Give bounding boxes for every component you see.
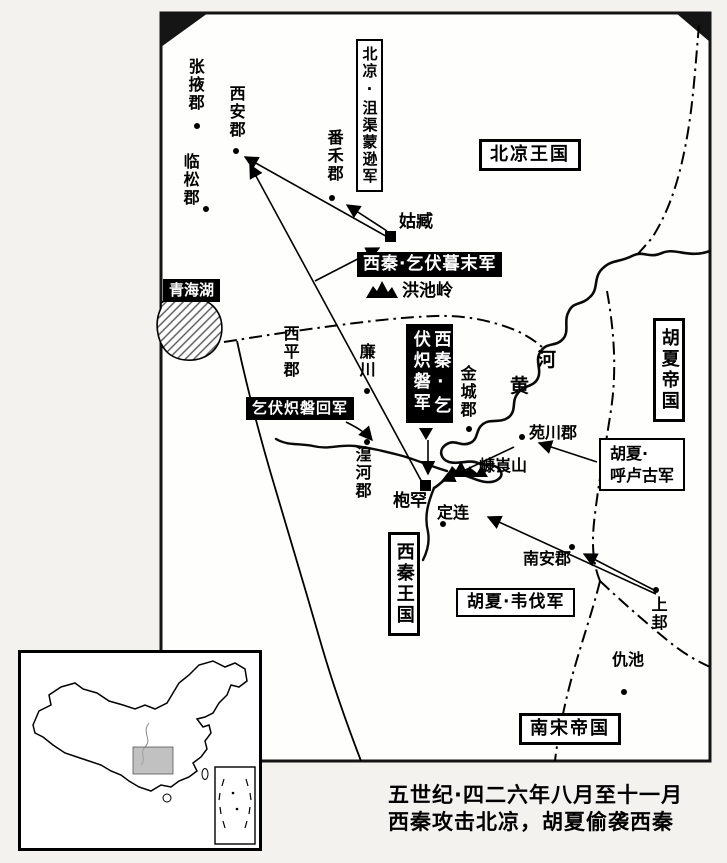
- river-south-branch: [421, 486, 436, 562]
- map-caption: 五世纪·四二六年八月至十一月 西秦攻击北凉，胡夏偷袭西秦: [388, 782, 683, 836]
- city-square-fuhan: [420, 480, 431, 491]
- inset-south-china-sea-box: [214, 766, 256, 845]
- place-dot-fanhe: [329, 195, 335, 201]
- arrow-shanggui-to-dinglian: [486, 515, 657, 595]
- china-inset-svg: [32, 660, 256, 845]
- place-dot-nanan: [569, 544, 575, 550]
- place-dot-linsong: [203, 206, 209, 212]
- region-label-huxia: 胡夏帝国: [653, 318, 685, 422]
- region-label-nansong: 南宋帝国: [519, 713, 621, 745]
- arrow-fuhan-to-xian: [249, 163, 424, 485]
- army-label-qifu-mumo: 西秦·乞伏暮末军: [357, 252, 503, 277]
- army-label-qifu-chipan: 西秦·乞 伏炽磐军: [406, 324, 454, 423]
- place-label-linsong: 临松郡: [180, 153, 200, 207]
- place-label-dinglian: 定连: [437, 503, 470, 522]
- china-inset-map: [18, 650, 262, 851]
- river-char-huang: 黄: [510, 375, 530, 397]
- inset-hainan: [162, 793, 172, 803]
- place-dot-jincheng: [466, 426, 472, 432]
- place-label-xianjun: 西安郡: [226, 85, 246, 139]
- mountain-kanglang-icon-2: [466, 466, 488, 477]
- army-label-weifa: 胡夏·韦伐军: [456, 588, 576, 617]
- border-middle: [223, 314, 543, 348]
- qinghai-lake-shape: [156, 295, 223, 361]
- inset-island-dot-1: [231, 791, 235, 795]
- corner-mark-topright: [676, 13, 710, 42]
- arrow-chipan-return: [345, 421, 373, 442]
- arrow-guzang-to-fanhe: [345, 204, 388, 232]
- arrow-hulugu-to-yuanchuan: [537, 440, 598, 463]
- place-label-jincheng: 金城郡: [457, 365, 477, 419]
- place-dot-zhangye: [194, 123, 200, 129]
- army-label-qifu-chipan-pointer: [419, 428, 433, 440]
- place-label-zhangye: 张掖郡: [185, 58, 205, 112]
- army-label-qifu-chipan-col1: 西秦·乞: [430, 330, 451, 417]
- border-southeast: [599, 580, 711, 668]
- china-outline: [32, 660, 248, 792]
- place-dot-chouchi: [621, 689, 627, 695]
- place-label-kanglangshan: 嵻崀山: [479, 456, 528, 475]
- place-label-qinghai-lake: 青海湖: [163, 279, 221, 302]
- army-label-hulugu: 胡夏· 呼卢古军: [599, 438, 686, 492]
- place-label-huanghejun: 湟河郡: [352, 446, 372, 500]
- mountain-hongchiling-icon: [366, 281, 398, 298]
- place-dot-xianjun: [233, 148, 239, 154]
- place-label-fuhan: 枹罕: [393, 491, 427, 511]
- army-label-hulugu-line1: 胡夏·: [610, 444, 649, 463]
- place-label-hongchiling: 洪池岭: [402, 281, 453, 301]
- army-label-hulugu-line2: 呼卢古军: [610, 465, 675, 485]
- place-dot-lianchuan: [364, 388, 370, 394]
- army-label-chipan-return: 乞伏炽磐回军: [246, 397, 355, 420]
- place-label-fanhe: 番禾郡: [324, 129, 344, 183]
- inset-nine-dash-line: [218, 778, 252, 829]
- place-label-lianchuan: 廉川: [356, 343, 376, 379]
- place-label-nanan: 南安郡: [523, 549, 572, 568]
- inset-highlight-region: [132, 746, 174, 775]
- place-label-chouchi: 仇池: [612, 650, 645, 669]
- yellow-river: [432, 249, 712, 490]
- place-dot-yuanchuan: [519, 434, 525, 440]
- arrow-shanggui-to-nanan: [582, 553, 655, 591]
- corner-mark-topleft: [161, 13, 208, 47]
- place-dot-shanggui: [653, 587, 659, 593]
- inset-island-dot-2: [235, 807, 239, 811]
- region-label-beiliang: 北凉王国: [479, 139, 581, 171]
- place-label-guzang: 姑臧: [399, 212, 433, 232]
- caption-line2: 西秦攻击北凉，胡夏偷袭西秦: [388, 809, 674, 834]
- mountain-kanglang-icon-1: [446, 461, 476, 477]
- place-label-yuanchuan: 苑川郡: [529, 423, 578, 442]
- city-square-guzang: [385, 231, 396, 242]
- arrow-guzang-to-xian: [243, 156, 392, 240]
- army-label-qifu-chipan-col2: 伏炽磐军: [409, 330, 430, 414]
- inset-taiwan: [201, 768, 209, 780]
- army-label-juqu-mengxun: 北凉·沮渠蒙逊军: [356, 39, 383, 192]
- region-label-xiqin: 西秦王国: [388, 532, 420, 636]
- border-northeast: [636, 24, 700, 256]
- river-char-he: 河: [537, 349, 557, 371]
- place-label-shanggui: 上邽: [648, 596, 668, 632]
- place-dot-dinglian: [440, 521, 446, 527]
- caption-line1: 五世纪·四二六年八月至十一月: [388, 783, 683, 807]
- place-dot-huanghejun: [364, 439, 370, 445]
- huang-shui-river: [274, 437, 449, 473]
- place-label-xiping: 西平郡: [280, 325, 300, 379]
